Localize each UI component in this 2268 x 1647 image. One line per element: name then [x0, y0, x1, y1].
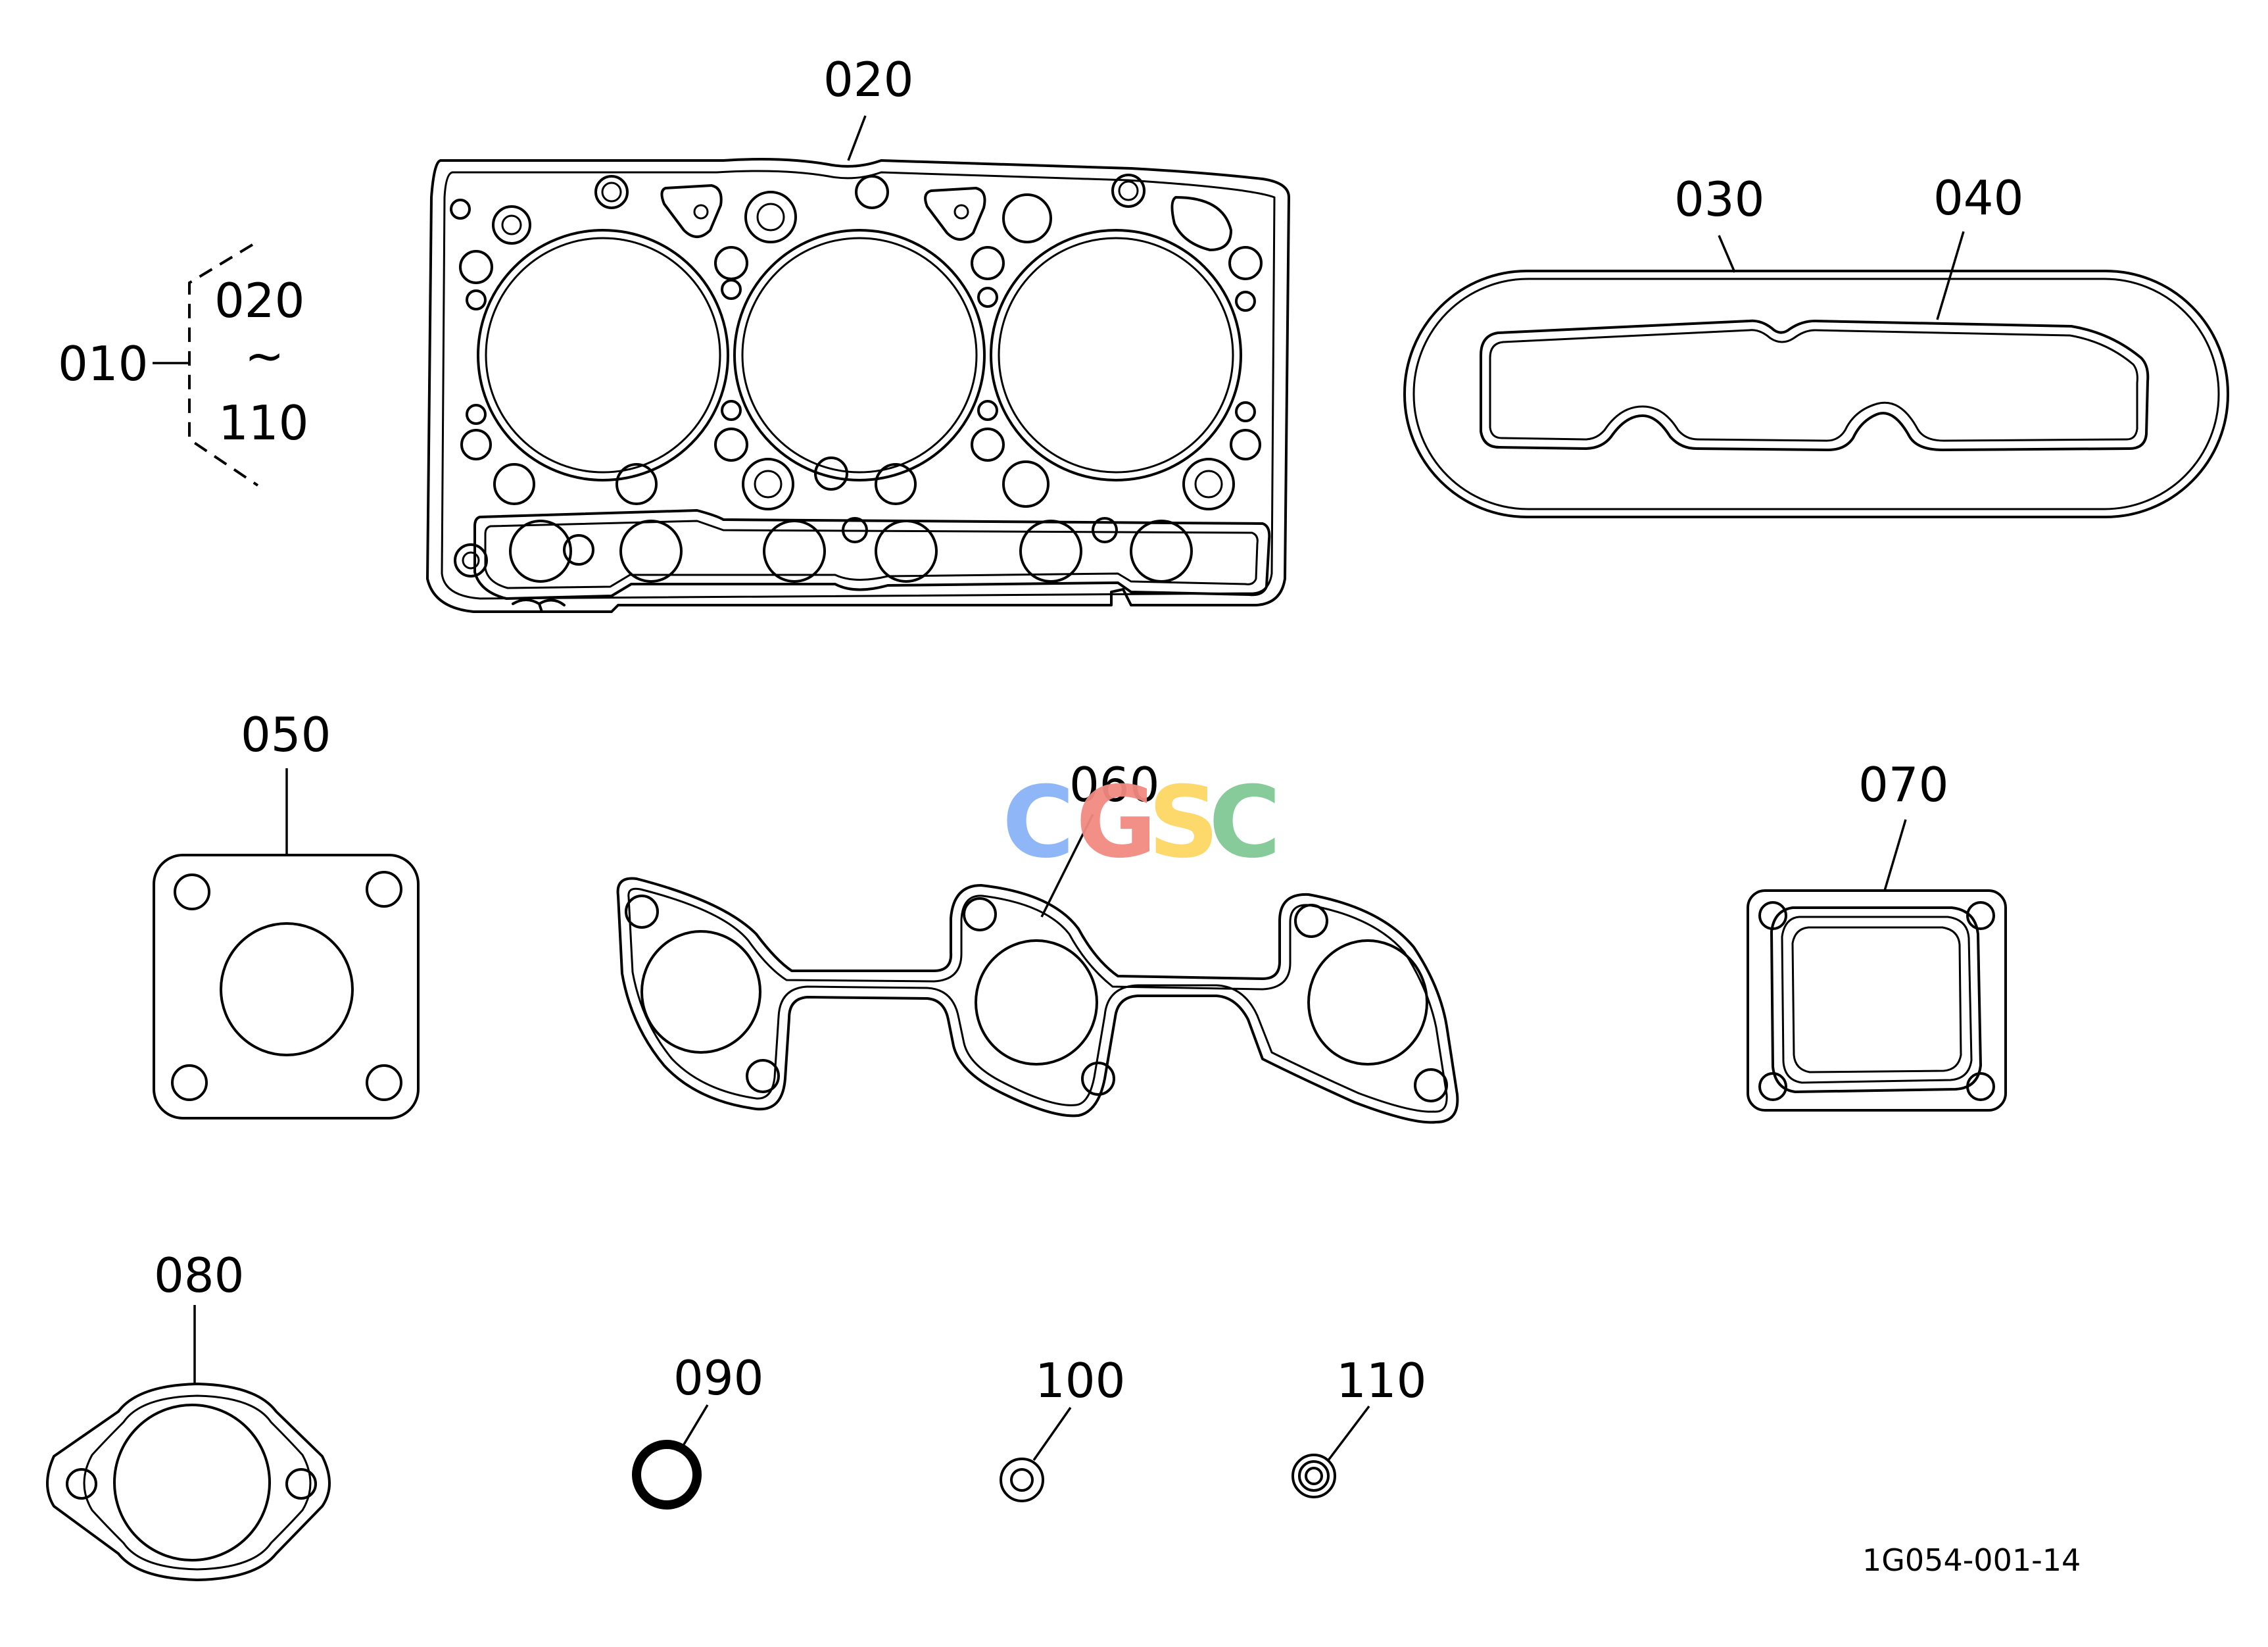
- washer-100: [1000, 1458, 1044, 1502]
- label-110: 110: [1336, 1353, 1426, 1408]
- kit-range-tilde: ~: [245, 328, 284, 383]
- cylinder-head-gasket-020: [426, 158, 1290, 613]
- label-030: 030: [1674, 172, 1764, 227]
- head-cover-inner-gasket-040: [1480, 319, 2150, 451]
- o-ring-090: [632, 1440, 702, 1510]
- label-060: 060: [1069, 757, 1159, 812]
- label-040: 040: [1933, 170, 2023, 226]
- rectangular-gasket-070: [1747, 889, 2007, 1112]
- two-bolt-gasket-080: [46, 1383, 331, 1581]
- watermark-letter-c1: C: [1002, 766, 1074, 880]
- label-080: 080: [154, 1248, 244, 1303]
- watermark-letter-g: G: [1076, 766, 1157, 880]
- kit-range-to: 110: [218, 395, 308, 451]
- label-090: 090: [673, 1350, 763, 1406]
- watermark-letter-s: S: [1148, 766, 1219, 880]
- kit-range-from: 020: [214, 273, 304, 328]
- label-010: 010: [58, 336, 148, 391]
- exhaust-manifold-gasket-060: [616, 877, 1459, 1124]
- drawing-code: 1G054-001-14: [1862, 1542, 2081, 1578]
- kit-bracket-010: 010 020 ~ 110: [58, 243, 308, 487]
- cgsc-watermark: C G S C: [1002, 766, 1281, 880]
- seal-110: [1291, 1454, 1336, 1498]
- flange-gasket-050: [153, 854, 420, 1119]
- label-020: 020: [823, 52, 913, 107]
- watermark-letter-c2: C: [1209, 766, 1281, 880]
- label-050: 050: [241, 707, 331, 762]
- label-070: 070: [1858, 757, 1948, 812]
- label-100: 100: [1035, 1353, 1125, 1408]
- head-cover-gasket-030: [1403, 270, 2229, 518]
